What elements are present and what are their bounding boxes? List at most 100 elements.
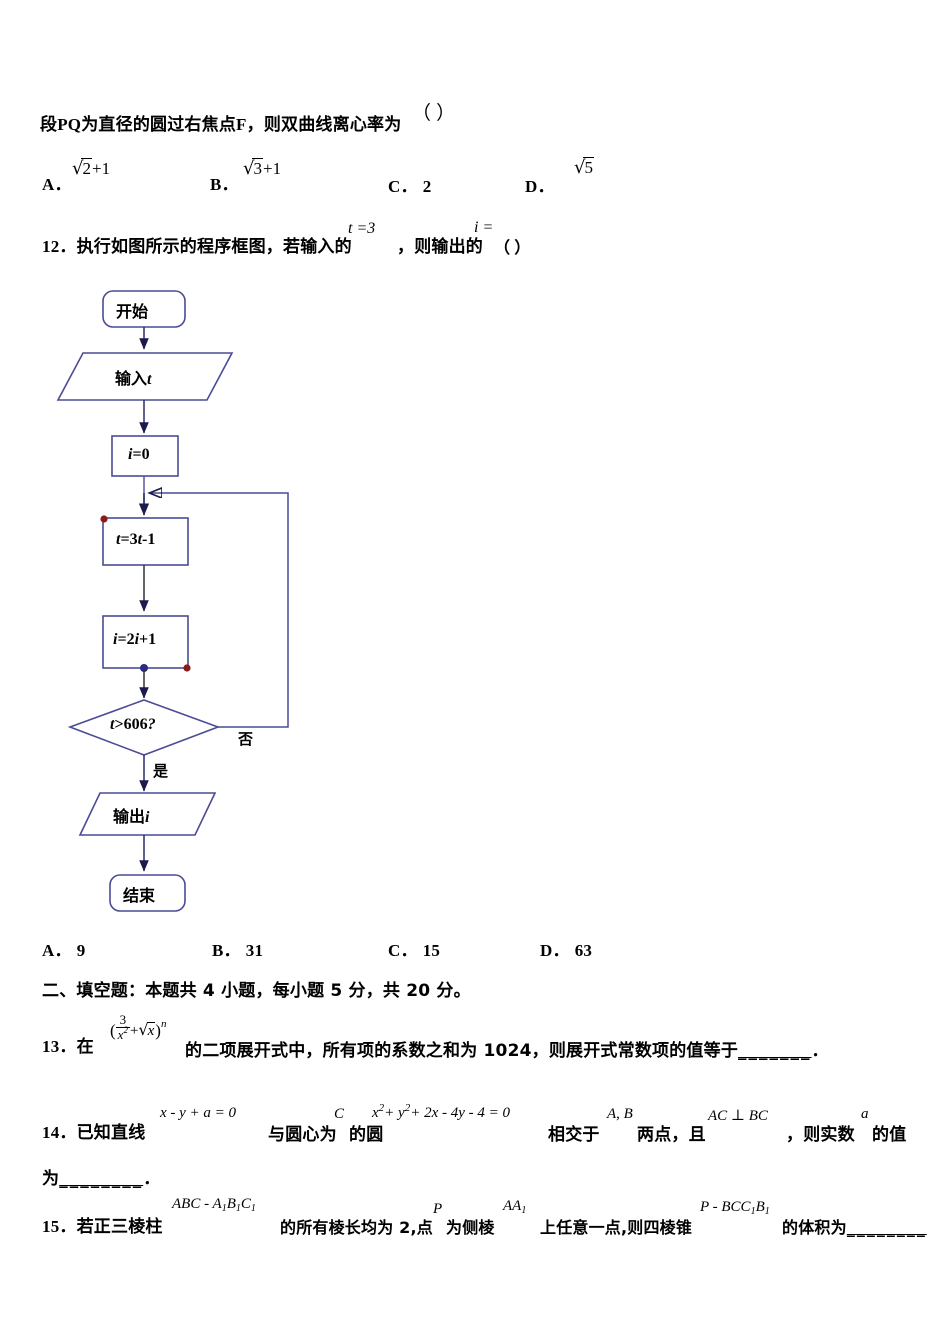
q15-text-e-label: 的体积为 bbox=[782, 1218, 847, 1237]
question-13-tail: 的二项展开式中，所有项的系数之和为 1024，则展开式常数项的值等于______… bbox=[185, 1036, 829, 1061]
handle-dot-top-left bbox=[100, 515, 108, 523]
q13-sqrt-body: x bbox=[146, 1021, 156, 1039]
q15-prism-base: ABC - A bbox=[172, 1196, 222, 1212]
edge-label-yes: 是 bbox=[153, 762, 169, 780]
q12-option-b[interactable]: B．31 bbox=[212, 936, 263, 961]
q12-option-b-label: B． bbox=[212, 941, 241, 960]
node-decision-label: t>606? bbox=[110, 716, 156, 733]
program-flowchart: 开始 输入t i=0 t=3t-1 i=2i+1 t>606? 是 否 输出i … bbox=[40, 275, 380, 935]
q14-text-c: 的圆 bbox=[349, 1125, 384, 1145]
q12-option-a-label: A． bbox=[42, 941, 72, 960]
q14-circle-a-exp: 2 bbox=[378, 1102, 385, 1114]
node-input-label: 输入t bbox=[115, 365, 151, 389]
q11-option-d-label: D． bbox=[525, 177, 555, 196]
question-12-stem: 12．执行如图所示的程序框图，若输入的 bbox=[42, 232, 352, 257]
q11-answer-bracket: （ ） bbox=[412, 103, 456, 124]
q12-output-expr: i = bbox=[474, 219, 494, 236]
q11-option-a-tail: +1 bbox=[91, 159, 111, 178]
q15-text-c: 为侧棱 bbox=[446, 1218, 495, 1237]
q14-center-c: C bbox=[334, 1106, 345, 1122]
q11-option-b-tail: +1 bbox=[262, 159, 282, 178]
q12-option-a-value: 9 bbox=[76, 941, 86, 960]
node-input-text: 输入 bbox=[115, 369, 148, 388]
q14-text-d: 相交于 bbox=[548, 1125, 600, 1145]
q12-option-d-label: D． bbox=[540, 941, 570, 960]
q15-prism-sub3: 1 bbox=[250, 1203, 256, 1214]
node-assign-t-shape bbox=[102, 517, 189, 566]
q12-text-a: 执行如图所示的程序框图，若输入的 bbox=[76, 237, 352, 257]
q11-option-a-label: A． bbox=[42, 175, 72, 194]
node-assign-i-label: i=2i+1 bbox=[113, 631, 157, 648]
q15-prism-sub2: 1 bbox=[235, 1203, 241, 1214]
q12-text-b-wrap: ，则输出的 bbox=[397, 232, 483, 257]
q14-circle-b-exp: 2 bbox=[404, 1102, 411, 1114]
q12-answer-bracket: （ ） bbox=[494, 240, 531, 257]
q14-text-e: 两点，且 bbox=[637, 1125, 706, 1145]
q12-option-d-value: 63 bbox=[574, 941, 593, 960]
q11-option-a[interactable]: A． bbox=[42, 170, 72, 195]
q11-option-b-value: √3+1 bbox=[243, 158, 282, 179]
q12-option-c-label: C． bbox=[388, 941, 418, 960]
q12-number: 12． bbox=[42, 237, 77, 256]
q14-circle-a: x bbox=[372, 1105, 379, 1121]
q15-aa: AA bbox=[503, 1198, 522, 1214]
q15-point-p: P bbox=[433, 1201, 443, 1217]
q14-text-g: 的值 bbox=[872, 1125, 907, 1145]
q14-circle-b: + y bbox=[384, 1105, 405, 1121]
q13-text-b: 的二项展开式中，所有项的系数之和为 1024，则展开式常数项的值等于 bbox=[185, 1041, 739, 1061]
node-output-var: i bbox=[145, 809, 150, 826]
q12-input-expr: t =3 bbox=[348, 220, 376, 237]
q15-pyr-sub2: 1 bbox=[764, 1206, 770, 1217]
q14-text-f: ，则实数 bbox=[786, 1125, 855, 1145]
q15-pyramid-name: P - BCC1B1 bbox=[700, 1199, 770, 1217]
q15-prism-sub1: 1 bbox=[221, 1203, 227, 1214]
q11-stem-f: F bbox=[236, 115, 247, 134]
q15-blank: ________ bbox=[846, 1218, 927, 1237]
q14-number: 14． bbox=[42, 1123, 77, 1142]
q12-option-a[interactable]: A．9 bbox=[42, 936, 85, 961]
q11-option-d-value: √5 bbox=[574, 157, 594, 178]
node-output-shape bbox=[78, 792, 217, 836]
q11-option-a-radicand: 2 bbox=[81, 158, 92, 178]
edge-label-no: 否 bbox=[238, 730, 254, 748]
node-end-label: 结束 bbox=[123, 886, 156, 905]
q11-option-b[interactable]: B． bbox=[210, 170, 239, 195]
q13-blank: _______ bbox=[738, 1041, 812, 1061]
q13-open-paren: ( bbox=[110, 1020, 116, 1040]
q15-number: 15． bbox=[42, 1217, 77, 1236]
q12-option-b-value: 31 bbox=[245, 941, 264, 960]
q14-circle-c: + 2x - 4y - 4 = 0 bbox=[410, 1105, 511, 1121]
node-init-shape bbox=[111, 435, 179, 477]
q12-option-d[interactable]: D．63 bbox=[540, 936, 592, 961]
q12-option-c-value: 15 bbox=[422, 941, 441, 960]
q13-frac-den-base: x bbox=[117, 1026, 124, 1042]
q11-option-d[interactable]: D． bbox=[525, 172, 555, 197]
q15-prism-c: C bbox=[240, 1196, 251, 1212]
node-assign-t-label: t=3t-1 bbox=[116, 531, 156, 548]
flowchart-svg bbox=[56, 290, 289, 912]
q12-text-b: ，则输出的 bbox=[397, 237, 483, 257]
q11-option-c-value: 2 bbox=[422, 177, 432, 196]
q11-stem-prefix: 段 bbox=[40, 115, 58, 135]
q13-frac-num: 3 bbox=[115, 1013, 130, 1028]
q12-option-c[interactable]: C．15 bbox=[388, 936, 440, 961]
q11-stem-suffix: ，则双曲线离心率为 bbox=[246, 115, 402, 135]
q13-frac-den: x2 bbox=[116, 1025, 130, 1042]
q14-points-ab: A, B bbox=[607, 1106, 633, 1122]
q11-option-b-radicand: 3 bbox=[252, 158, 263, 178]
q14-real-a: a bbox=[861, 1106, 869, 1122]
q15-text-d: 上任意一点,则四棱锥 bbox=[540, 1218, 693, 1237]
edge-loop-back-no bbox=[150, 493, 289, 728]
node-start-label: 开始 bbox=[116, 302, 149, 321]
q15-text-b: 的所有棱长均为 2,点 bbox=[280, 1218, 433, 1237]
q13-sqrt: √x bbox=[138, 1019, 156, 1039]
q11-option-c[interactable]: C．2 bbox=[388, 172, 431, 197]
handle-dot-bottom-right bbox=[183, 664, 191, 672]
q15-pyr-sub1: 1 bbox=[750, 1206, 756, 1217]
q15-prism-b: B bbox=[226, 1196, 236, 1212]
node-init-label: i=0 bbox=[128, 446, 150, 463]
node-input-var: t bbox=[147, 371, 152, 388]
